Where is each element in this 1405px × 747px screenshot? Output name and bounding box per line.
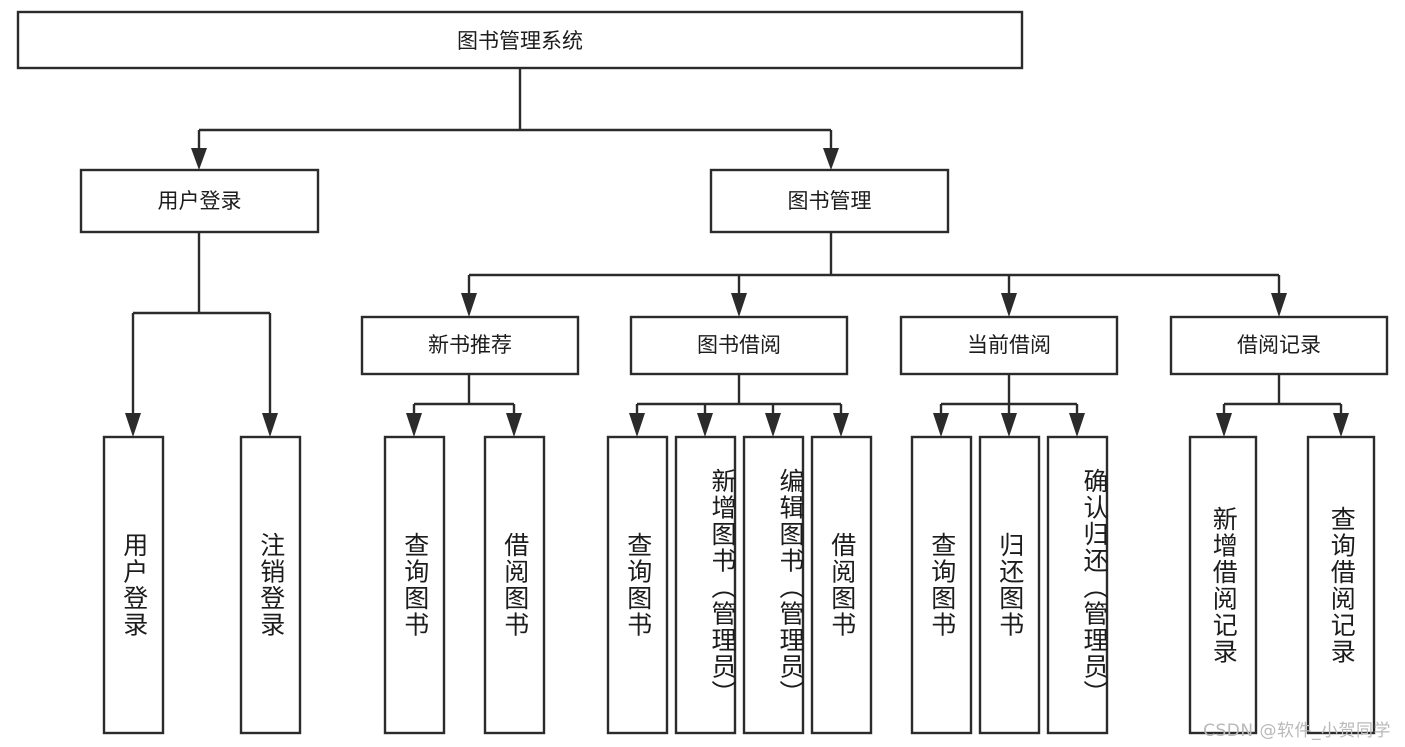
arrow-head-leaf-query-book-2 (629, 413, 645, 437)
node-book-manage[interactable] (709, 168, 950, 234)
node-leaf-query-book-3[interactable] (910, 435, 973, 735)
arrow-head-leaf-confirm-return (1069, 413, 1085, 437)
node-new-book-recommend-label: 新书推荐 (428, 333, 512, 357)
arrow-head-current-borrow (1001, 293, 1017, 317)
node-leaf-query-book-1[interactable] (383, 435, 446, 735)
node-user-login[interactable] (79, 168, 320, 234)
node-borrow-record[interactable] (1169, 315, 1389, 376)
arrow-head-leaf-query-record (1333, 413, 1349, 437)
arrow-head-leaf-borrow-book-1 (506, 413, 522, 437)
node-current-borrow[interactable] (899, 315, 1119, 376)
node-new-book-recommend[interactable] (360, 315, 580, 376)
arrow-head-borrow-record (1271, 293, 1287, 317)
node-book-borrow[interactable] (629, 315, 849, 376)
arrow-head-leaf-query-book-3 (933, 413, 949, 437)
node-leaf-add-record[interactable] (1188, 435, 1258, 735)
csdn-watermark: CSDN @软件_小贺同学 (1203, 721, 1391, 741)
node-leaf-edit-book[interactable] (742, 435, 805, 735)
node-root-label: 图书管理系统 (457, 29, 583, 53)
node-borrow-record-label: 借阅记录 (1237, 333, 1321, 357)
node-leaf-query-record[interactable] (1306, 435, 1376, 735)
node-leaf-logout[interactable] (239, 435, 302, 735)
arrow-head-leaf-user-login (125, 413, 141, 437)
arrow-head-leaf-add-record (1216, 413, 1232, 437)
arrow-head-new-book-recommend (461, 293, 477, 317)
node-leaf-return-book[interactable] (978, 435, 1041, 735)
node-leaf-add-book[interactable] (674, 435, 737, 735)
node-leaf-query-book-2[interactable] (606, 435, 669, 735)
node-leaf-borrow-book-1[interactable] (483, 435, 546, 735)
node-leaf-borrow-book-2[interactable] (810, 435, 873, 735)
node-book-borrow-label: 图书借阅 (697, 333, 781, 357)
node-book-manage-label: 图书管理 (788, 189, 872, 213)
arrow-head-leaf-query-book-1 (406, 413, 422, 437)
node-user-login-label: 用户登录 (158, 189, 242, 213)
node-layer: 图书管理系统 用户登录 图书管理 新书推荐 图书借阅 当前借阅 借阅记录 (16, 10, 1389, 735)
arrow-head-leaf-edit-book (765, 413, 781, 437)
node-leaf-user-login[interactable] (102, 435, 165, 735)
arrow-head-leaf-return-book (1001, 413, 1017, 437)
connector-layer (125, 68, 1349, 437)
arrow-head-leaf-add-book (697, 413, 713, 437)
arrow-head-leaf-logout (262, 413, 278, 437)
node-leaf-confirm-return[interactable] (1046, 435, 1109, 735)
node-root[interactable] (16, 10, 1024, 70)
arrow-head-book-borrow (731, 293, 747, 317)
arrow-head-leaf-borrow-book-2 (833, 413, 849, 437)
arrow-head-book-manage (823, 148, 839, 170)
node-current-borrow-label: 当前借阅 (967, 333, 1051, 357)
arrow-head-user-login (191, 148, 207, 170)
